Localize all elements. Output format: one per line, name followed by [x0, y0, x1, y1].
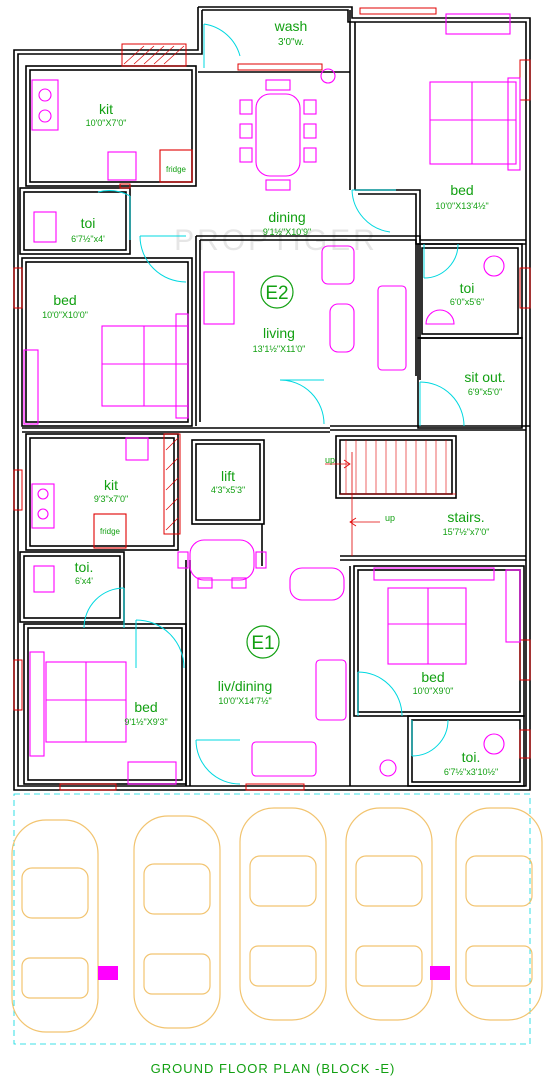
- room-bed-ml-dim: 10'0"X10'0": [42, 310, 88, 320]
- car-5: [455, 807, 543, 1021]
- room-bed-bl-dim: 9'1½"X9'3": [124, 717, 167, 727]
- room-toi-br-name: toi.: [462, 749, 481, 765]
- unit-tag-e1: E1: [251, 633, 274, 654]
- room-wash-dim: 3'0"w.: [278, 37, 304, 48]
- room-dining-dim: 9'1½"X10'9": [263, 227, 311, 237]
- unit-tags: E2 E1: [246, 275, 294, 659]
- stairs-up-label-1: up: [325, 455, 335, 465]
- room-livdining-name: liv/dining: [218, 678, 272, 694]
- stairs-up-label-2: up: [385, 513, 395, 523]
- room-toi-mr-dim: 6'0"x5'6": [450, 297, 484, 307]
- car-3: [239, 807, 327, 1021]
- room-bed-tr-name: bed: [450, 182, 473, 198]
- car-2: [133, 815, 221, 1029]
- room-toi-br-dim: 6'7½"x3'10½": [444, 767, 498, 777]
- room-kit-top-dim: 10'0"X7'0": [86, 118, 127, 128]
- room-living-name: living: [263, 325, 295, 341]
- windows: [13, 7, 531, 791]
- room-labels: wash 3'0"w. kit 10'0"X7'0" fridge bed 10…: [42, 18, 506, 777]
- plan-title: GROUND FLOOR PLAN (BLOCK -E): [151, 1061, 396, 1076]
- car-4: [345, 807, 433, 1021]
- room-wash-name: wash: [274, 18, 308, 34]
- fridge-low-label: fridge: [100, 527, 121, 536]
- room-bed-bl-name: bed: [134, 699, 157, 715]
- room-sitout-dim: 6'9"x5'0": [468, 387, 502, 397]
- room-living-dim: 13'1½"X11'0": [253, 344, 306, 354]
- parking-area: [11, 793, 543, 1045]
- staircase: [325, 440, 456, 556]
- room-bed-lr-name: bed: [421, 669, 444, 685]
- room-toi-tl-dim: 6'7½"x4': [71, 234, 105, 244]
- room-toi-bl-dim: 6'x4': [75, 576, 93, 586]
- room-stairs-name: stairs.: [447, 509, 484, 525]
- fridge-top-label: fridge: [166, 165, 187, 174]
- doors: [83, 23, 465, 785]
- room-stairs-dim: 15'7½"x7'0": [443, 527, 490, 537]
- room-toi-tl-name: toi: [81, 215, 96, 231]
- room-toi-mr-name: toi: [460, 280, 475, 296]
- room-lift-dim: 4'3"x5'3": [211, 485, 245, 495]
- room-toi-bl-name: toi.: [75, 559, 94, 575]
- car-1: [11, 819, 99, 1033]
- room-bed-lr-dim: 10'0"X9'0": [413, 686, 454, 696]
- furniture: [23, 13, 521, 785]
- room-livdining-dim: 10'0"X14'7½": [218, 696, 271, 706]
- room-lift-name: lift: [221, 468, 235, 484]
- room-kit-top-name: kit: [99, 101, 113, 117]
- room-bed-ml-name: bed: [53, 292, 76, 308]
- room-sitout-name: sit out.: [464, 369, 505, 385]
- room-bed-tr-dim: 10'0"X13'4½": [435, 201, 488, 211]
- room-dining-name: dining: [268, 209, 305, 225]
- room-kit-low-name: kit: [104, 477, 118, 493]
- unit-tag-e2: E2: [265, 283, 288, 304]
- room-kit-low-dim: 9'3"x7'0": [94, 494, 128, 504]
